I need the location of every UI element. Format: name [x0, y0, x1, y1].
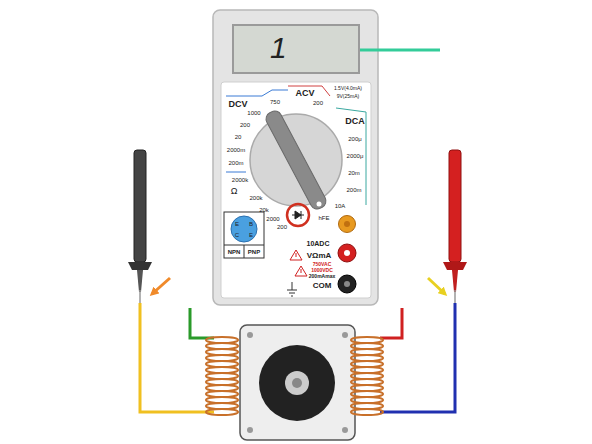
warning-triangle	[295, 266, 307, 276]
socket-divider	[224, 245, 264, 258]
range-value: 750	[270, 99, 280, 105]
display-reading: 1	[270, 33, 287, 63]
range-value: 1.5V(4.0mA)	[334, 86, 362, 91]
hfe-socket	[224, 212, 264, 258]
socket-pin: E	[235, 221, 239, 227]
pointer-tip	[317, 202, 322, 207]
range-header: ACV	[295, 89, 314, 98]
rating-note: 1000VDC	[311, 268, 333, 273]
range-value: 20k	[259, 207, 269, 213]
yellow-wire	[140, 303, 214, 412]
range-value: 2000k	[232, 177, 248, 183]
range-value: 200m	[346, 187, 361, 193]
warning-triangle	[290, 250, 302, 260]
range-value: 200m	[228, 160, 243, 166]
coil-windings	[206, 337, 383, 415]
socket-type: NPN	[228, 249, 241, 255]
range-value: 2000m	[227, 147, 245, 153]
range-header: DCA	[345, 117, 365, 126]
range-value: 200k	[249, 195, 262, 201]
range-value: 2000μ	[347, 153, 364, 159]
dial-pointer	[264, 109, 329, 212]
ohm-frame	[226, 172, 246, 173]
rating-note: 750VAC	[313, 262, 332, 267]
meter-body	[213, 10, 378, 305]
range-value: 200μ	[348, 136, 361, 142]
stepper-motor	[240, 325, 355, 440]
red-wire	[380, 308, 402, 338]
socket-pin: E	[249, 232, 253, 238]
range-value: 200	[277, 224, 287, 230]
range-value: hFE	[318, 215, 329, 221]
com-jack	[338, 275, 356, 293]
socket-pin: C	[235, 232, 239, 238]
range-value: 200	[313, 100, 323, 106]
10a-jack	[339, 216, 356, 233]
range-value: 9V(25mA)	[337, 94, 360, 99]
range-header: Ω	[231, 187, 238, 196]
range-value: 200	[240, 122, 250, 128]
motor-face	[259, 345, 335, 421]
diode-symbol	[292, 211, 304, 219]
green-wire	[190, 308, 214, 338]
range-value: 20	[235, 134, 242, 140]
blue-wire	[380, 303, 455, 412]
range-value: 10A	[335, 203, 346, 209]
probe-tip-arrow	[428, 278, 445, 294]
jack-label: VΩmA	[307, 252, 332, 260]
ground-symbol	[287, 282, 297, 296]
range-value: 1000	[247, 110, 260, 116]
range-value: 2000	[266, 216, 279, 222]
front-panel	[221, 82, 371, 298]
probe-tip-arrow	[152, 278, 170, 294]
range-value: 20m	[348, 170, 360, 176]
dcv-frame	[226, 90, 288, 96]
red-probe	[443, 150, 467, 303]
socket-type: PNP	[248, 249, 260, 255]
v-ohm-jack	[338, 244, 356, 262]
jack-label: 10ADC	[307, 240, 330, 247]
rating-note: 200mAmax	[309, 274, 335, 279]
socket-pin: B	[249, 221, 253, 227]
jack-label: COM	[313, 282, 332, 290]
highlight-circle	[287, 204, 309, 226]
lcd-display: 1	[232, 24, 360, 74]
black-probe	[128, 150, 152, 303]
range-header: DCV	[228, 100, 247, 109]
socket-disc	[231, 216, 257, 242]
